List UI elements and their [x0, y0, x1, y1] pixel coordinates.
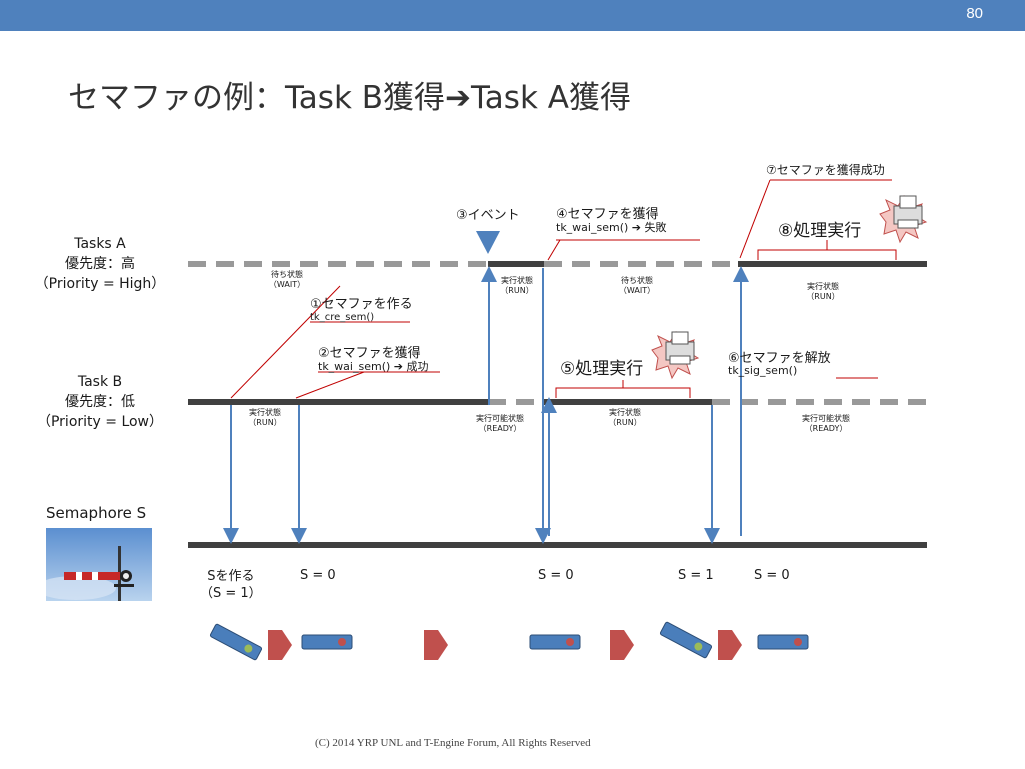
- sem-value-2: S = 0: [300, 568, 336, 583]
- printer-icon-2: [879, 194, 928, 244]
- task-b-label: Task B 優先度：低 （Priority = Low）: [30, 372, 170, 432]
- state-b-ready1: 実行可能状態（READY）: [476, 414, 524, 433]
- token-arrow-2: [424, 630, 448, 660]
- header-bar: 80: [0, 0, 1025, 31]
- token-blue-2: [529, 634, 581, 650]
- token-arrow-3: [610, 630, 634, 660]
- sem-value-3: S = 0: [538, 568, 574, 583]
- token-arrow-1: [268, 630, 292, 660]
- printer-icon-1: [651, 330, 700, 380]
- event-triangle-icon: [476, 231, 500, 254]
- sem-value-5: S = 0: [754, 568, 790, 583]
- step-2-call: tk_wai_sem() ➔ 成功: [318, 360, 429, 373]
- state-a-wait1: 待ち状態（WAIT）: [268, 270, 306, 289]
- step-6-call: tk_sig_sem(): [728, 364, 798, 377]
- step-8: ⑧処理実行: [778, 221, 862, 241]
- state-b-run1: 実行状態（RUN）: [248, 408, 282, 427]
- task-b-name: Task B: [77, 374, 123, 390]
- callout-lines: [230, 179, 897, 399]
- step-7: ⑦セマファを獲得成功: [766, 163, 885, 177]
- step-1: ①セマファを作る: [310, 297, 413, 312]
- event-arrows: [223, 266, 749, 544]
- token-blue-1: [301, 634, 353, 650]
- task-b-priority: 優先度：低: [65, 394, 135, 410]
- semaphore-photo: [46, 528, 152, 601]
- task-a-priority-en: （Priority = High）: [34, 276, 166, 292]
- token-blue-tilted-1: [209, 623, 263, 661]
- step-2: ②セマファを獲得: [318, 346, 421, 361]
- sem-value-4: S = 1: [678, 568, 714, 583]
- step-4-call: tk_wai_sem() ➔ 失敗: [556, 221, 667, 234]
- token-arrow-4: [718, 630, 742, 660]
- task-a-name: Tasks A: [74, 236, 126, 252]
- step-3: ③イベント: [456, 208, 520, 223]
- state-a-run2: 実行状態（RUN）: [806, 282, 840, 301]
- step-1-call: tk_cre_sem(): [310, 312, 375, 323]
- token-blue-3: [757, 634, 809, 650]
- semaphore-label: Semaphore S: [46, 504, 147, 522]
- task-a-label: Tasks A 優先度：高 （Priority = High）: [30, 234, 170, 294]
- state-b-ready2: 実行可能状態（READY）: [802, 414, 850, 433]
- sem-value-1: Sを作る（S = 1）: [200, 569, 262, 601]
- copyright-footer: (C) 2014 YRP UNL and T-Engine Forum, All…: [315, 737, 591, 749]
- task-a-priority: 優先度：高: [65, 256, 135, 272]
- task-b-priority-en: （Priority = Low）: [36, 414, 164, 430]
- step-5: ⑤処理実行: [560, 359, 644, 379]
- step-4: ④セマファを獲得: [556, 207, 659, 222]
- state-a-run1: 実行状態（RUN）: [500, 276, 534, 295]
- step-6: ⑥セマファを解放: [728, 351, 831, 366]
- slide-title: セマファの例：Task B獲得➔Task A獲得: [68, 80, 631, 116]
- state-a-wait2: 待ち状態（WAIT）: [618, 276, 656, 295]
- page-number: 80: [966, 5, 983, 22]
- state-b-run2: 実行状態（RUN）: [608, 408, 642, 427]
- token-blue-tilted-2: [659, 621, 713, 659]
- token-row: [209, 621, 809, 661]
